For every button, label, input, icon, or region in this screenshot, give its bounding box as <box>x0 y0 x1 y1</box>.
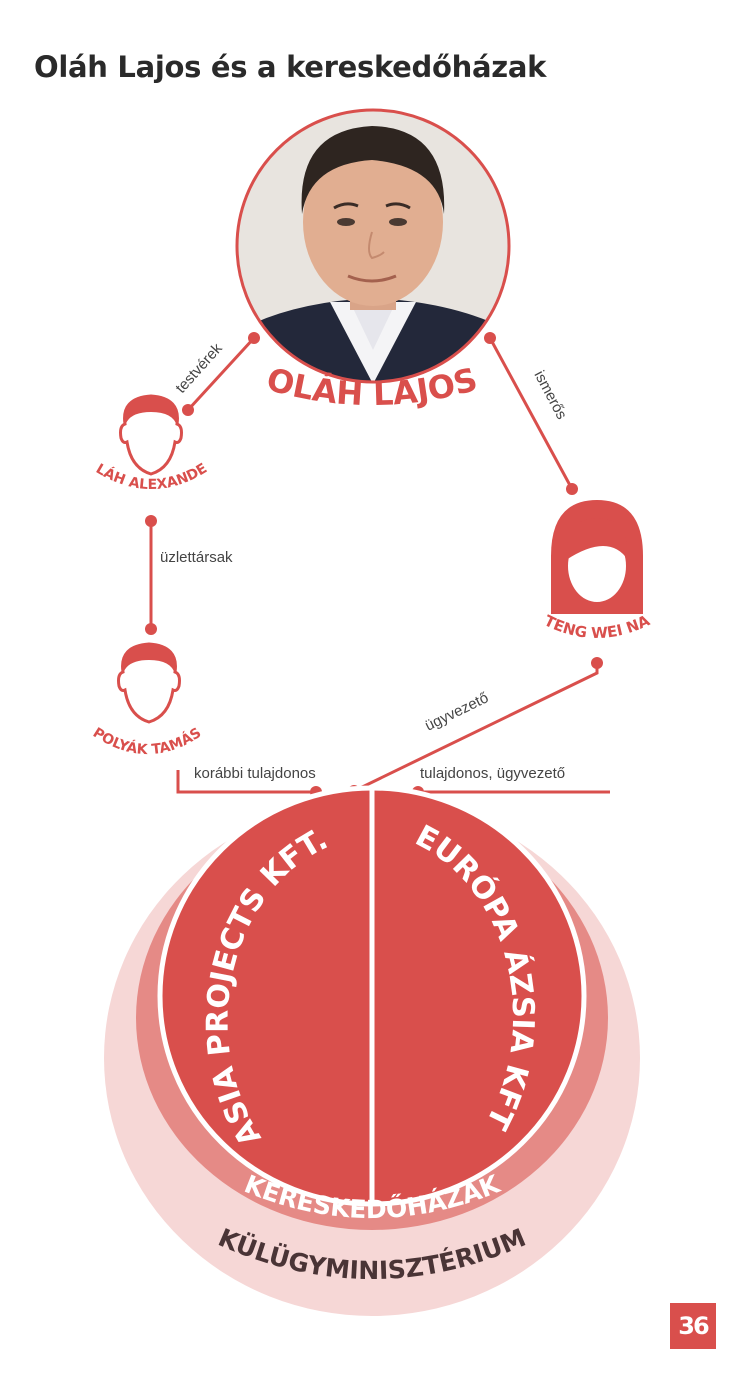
dot <box>145 515 157 527</box>
dot <box>484 332 496 344</box>
edge-siblings <box>186 336 256 412</box>
relation-siblings: testvérek <box>172 340 226 397</box>
relation-former-owner: korábbi tulajdonos <box>194 765 316 782</box>
page-title: Oláh Lajos és a kereskedőházak <box>34 50 547 84</box>
name-polyak-tamas: POLYÁK TAMÁS <box>90 725 204 758</box>
man-icon <box>119 394 183 476</box>
man-icon <box>117 642 181 724</box>
dot <box>182 404 194 416</box>
name-teng-wei-na: TENG WEI NA <box>541 611 652 642</box>
relation-business-partners: üzlettársak <box>160 549 233 566</box>
woman-icon <box>551 500 643 614</box>
edge-acquaintance <box>488 337 574 490</box>
companies-disk <box>157 785 587 1207</box>
dot <box>145 623 157 635</box>
relation-acquaintance: ismerős <box>530 368 570 422</box>
page-number-badge: 36 <box>670 1303 716 1349</box>
dot <box>248 332 260 344</box>
dot <box>566 483 578 495</box>
portrait-olah-lajos <box>235 108 511 384</box>
dot <box>591 657 603 669</box>
edge-former-owner <box>176 770 316 794</box>
relation-owner-director: tulajdonos, ügyvezető <box>420 765 565 782</box>
